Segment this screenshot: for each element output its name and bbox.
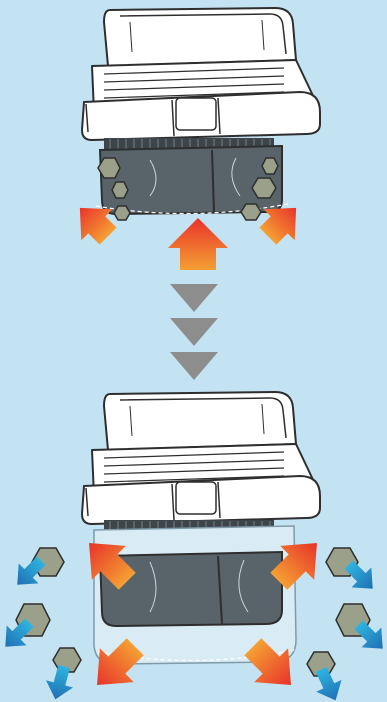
dust-particle bbox=[97, 157, 121, 179]
dust-particle bbox=[251, 177, 277, 199]
ejection-arrow bbox=[17, 556, 46, 585]
airflow-out-arrows bbox=[89, 543, 317, 685]
airflow-out-arrow-lower-right bbox=[244, 638, 291, 685]
airflow-out-arrow-lower-left bbox=[97, 638, 144, 685]
airflow-in-arrows bbox=[79, 207, 297, 270]
filter-bottom-bag bbox=[93, 525, 297, 665]
airflow-arrow-right bbox=[259, 207, 297, 245]
device-bottom bbox=[5, 391, 383, 701]
process-flow-arrows bbox=[170, 284, 218, 380]
ejection-arrow bbox=[354, 620, 383, 649]
dust-particle bbox=[113, 205, 131, 221]
airflow-arrow-left bbox=[79, 207, 117, 245]
airflow-out-arrow-upper-right bbox=[270, 543, 317, 590]
dust-particle bbox=[240, 203, 262, 221]
dust-particle bbox=[111, 181, 129, 199]
dust-particles-top bbox=[97, 157, 279, 221]
airflow-out-arrow-upper-left bbox=[89, 543, 136, 590]
device-top bbox=[79, 7, 321, 270]
device-top-body bbox=[81, 7, 321, 141]
ejection-arrow bbox=[5, 618, 34, 647]
airflow-arrow-center bbox=[168, 218, 228, 270]
flow-arrow bbox=[170, 318, 218, 346]
ejection-arrow bbox=[45, 664, 74, 700]
dust-particle bbox=[261, 157, 279, 175]
ejection-arrow bbox=[344, 560, 373, 589]
dust-particles-bottom bbox=[15, 547, 371, 677]
flow-arrow bbox=[170, 284, 218, 312]
flow-arrow bbox=[170, 352, 218, 380]
particle-ejection-arrows bbox=[5, 556, 383, 701]
device-bottom-body bbox=[81, 391, 321, 525]
ejection-arrow bbox=[315, 666, 342, 701]
